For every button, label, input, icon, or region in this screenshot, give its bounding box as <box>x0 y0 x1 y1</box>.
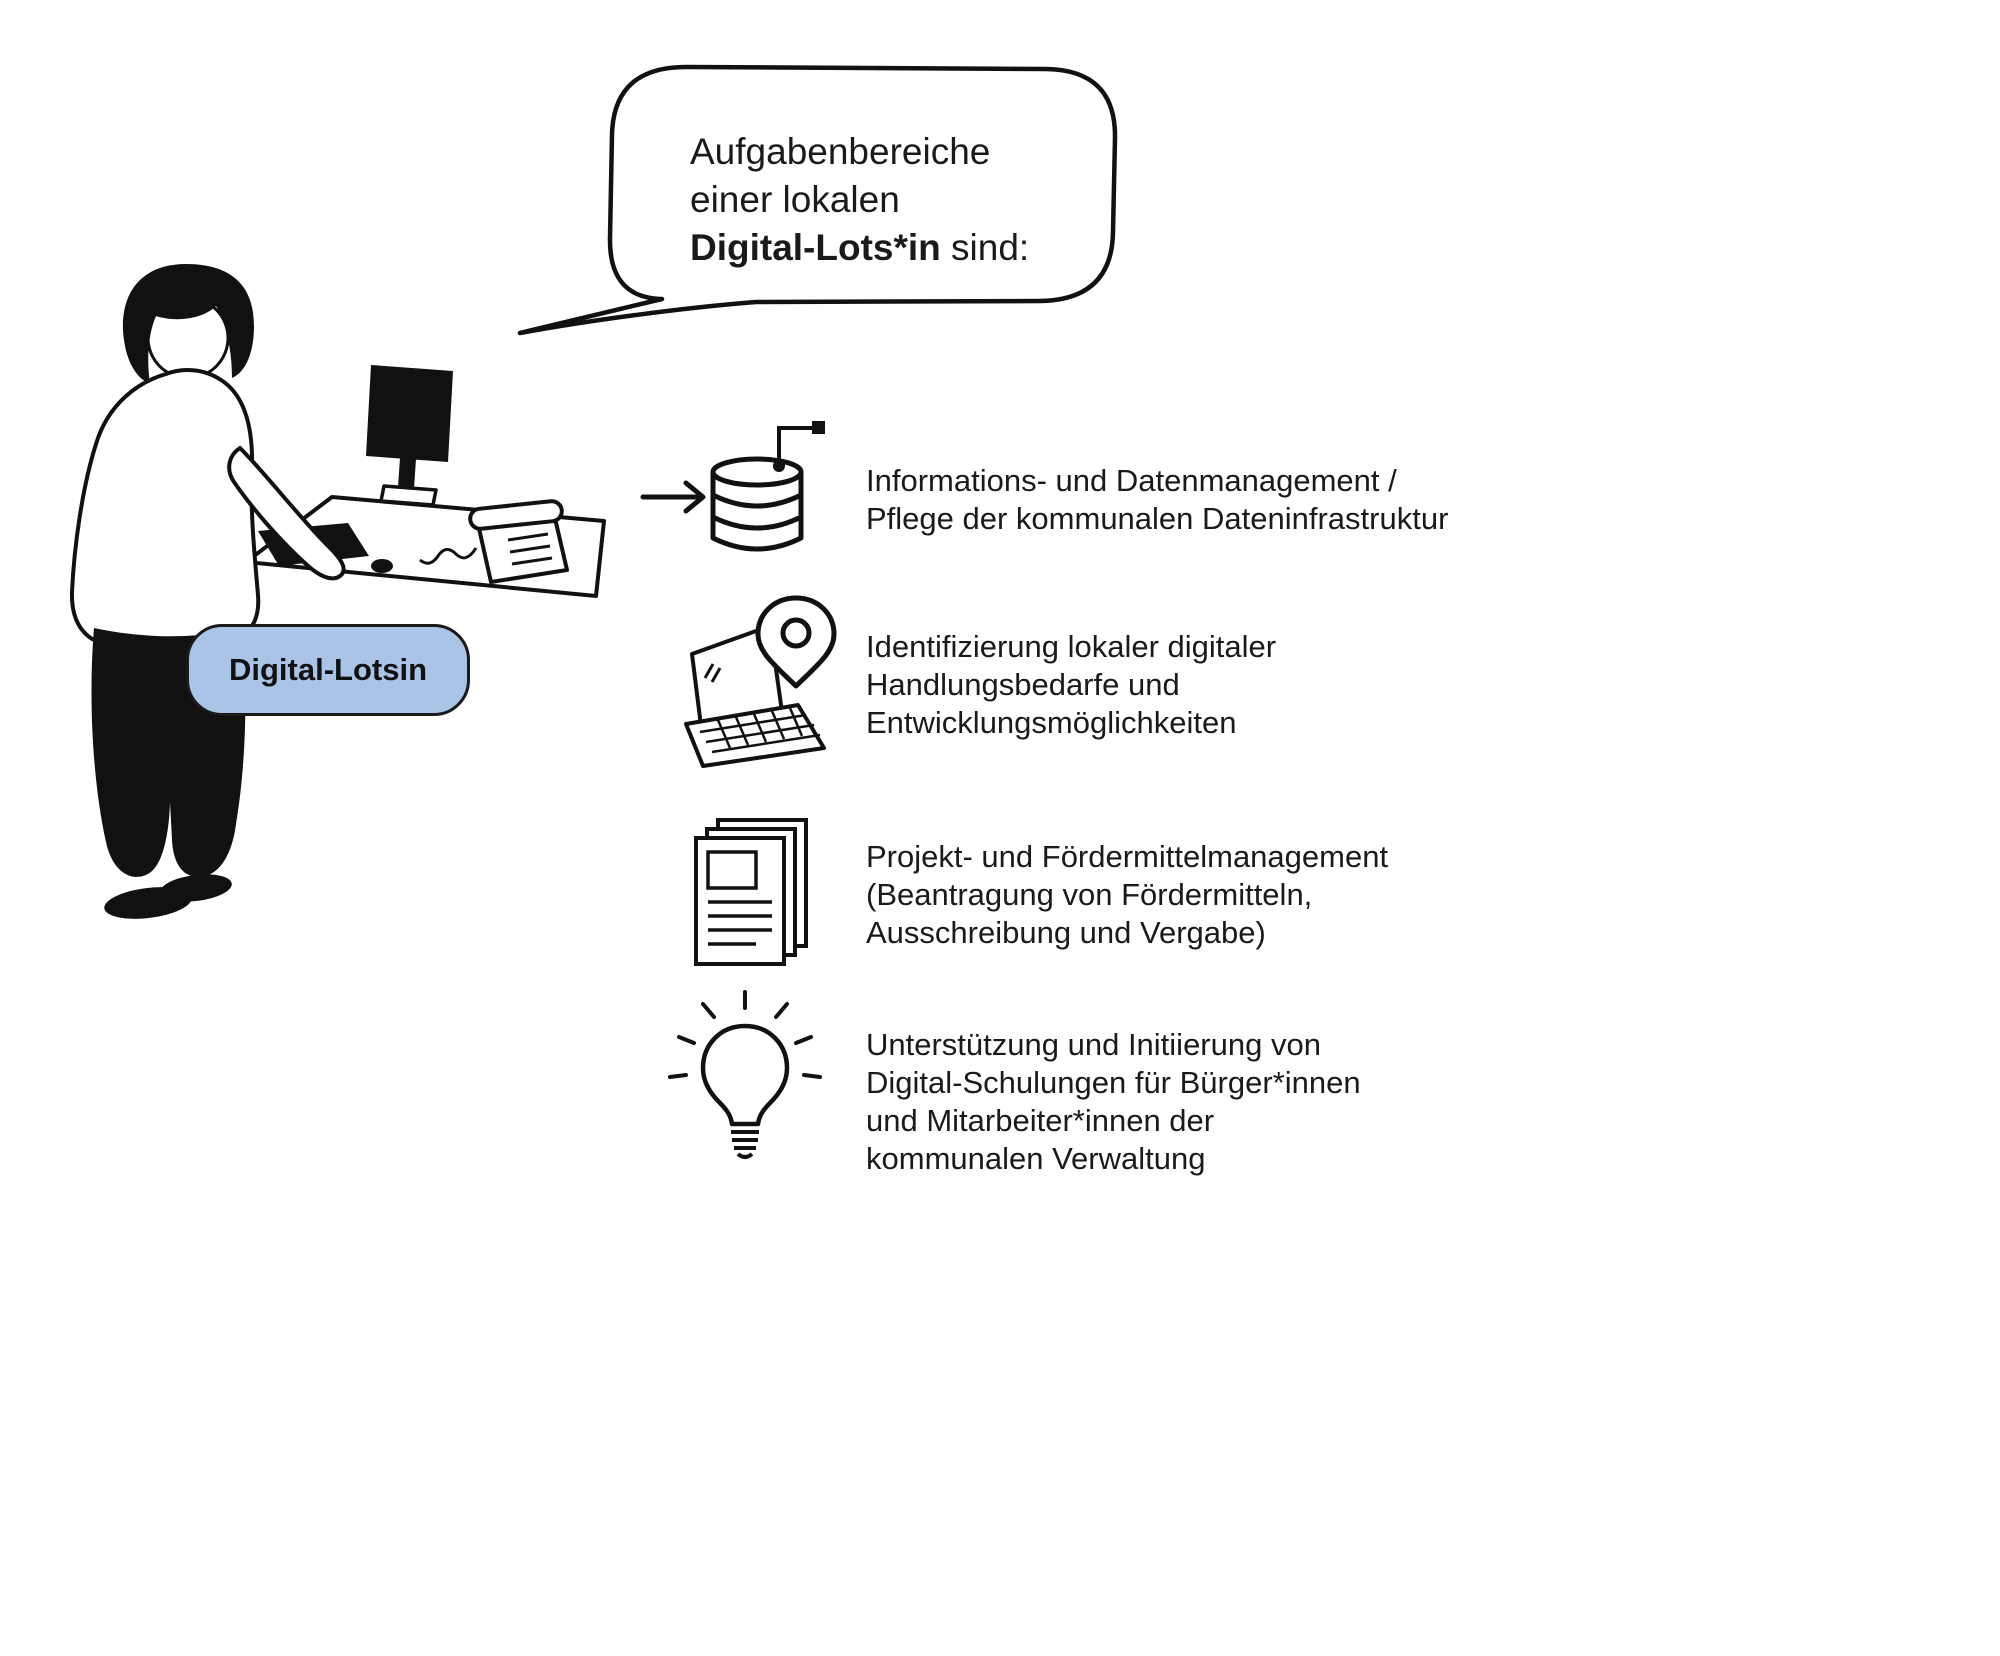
speech-line-3-rest: sind: <box>940 227 1030 268</box>
monitor-base <box>379 484 438 507</box>
phone-handset <box>468 499 564 531</box>
digital-lotsin-label: Digital-Lotsin <box>186 624 470 716</box>
speech-bubble <box>517 64 1118 336</box>
task-text-identifizierung: Identifizierung lokaler digitaler Handlu… <box>866 629 1277 740</box>
speech-bubble-text: Aufgabenbereiche einer lokalen Digital-L… <box>690 128 1029 272</box>
arm <box>227 446 346 581</box>
desk-illustration <box>244 365 606 598</box>
monitor-stand <box>398 458 416 488</box>
monitor-icon <box>366 365 453 462</box>
lightbulb-icon <box>668 990 822 1159</box>
speech-line-2: einer lokalen <box>690 179 900 220</box>
blouse <box>69 368 261 650</box>
speech-line-1: Aufgabenbereiche <box>690 131 991 172</box>
database-icon <box>640 421 825 552</box>
shoe-right <box>160 874 232 902</box>
digital-lotsin-person <box>69 264 346 919</box>
task-text-foerdermittel: Projekt- und Fördermittelmanagement (Bea… <box>866 839 1389 950</box>
task-text-datenmanagement: Informations- und Datenmanagement / Pfle… <box>866 463 1449 536</box>
documents-icon <box>694 818 808 966</box>
speech-line-3-bold: Digital-Lots*in <box>690 227 941 268</box>
phone-keypad-lines <box>507 532 553 566</box>
lightbulb-rays <box>668 990 822 1079</box>
arrow-right-icon <box>640 480 706 514</box>
laptop-location-icon <box>684 595 837 768</box>
mouse-icon <box>371 559 393 573</box>
speech-line-3: Digital-Lots*in sind: <box>690 224 1029 272</box>
task-text-schulungen: Unterstützung und Initiierung von Digita… <box>866 1027 1361 1176</box>
phone-cord <box>419 547 478 565</box>
hair <box>122 264 254 384</box>
